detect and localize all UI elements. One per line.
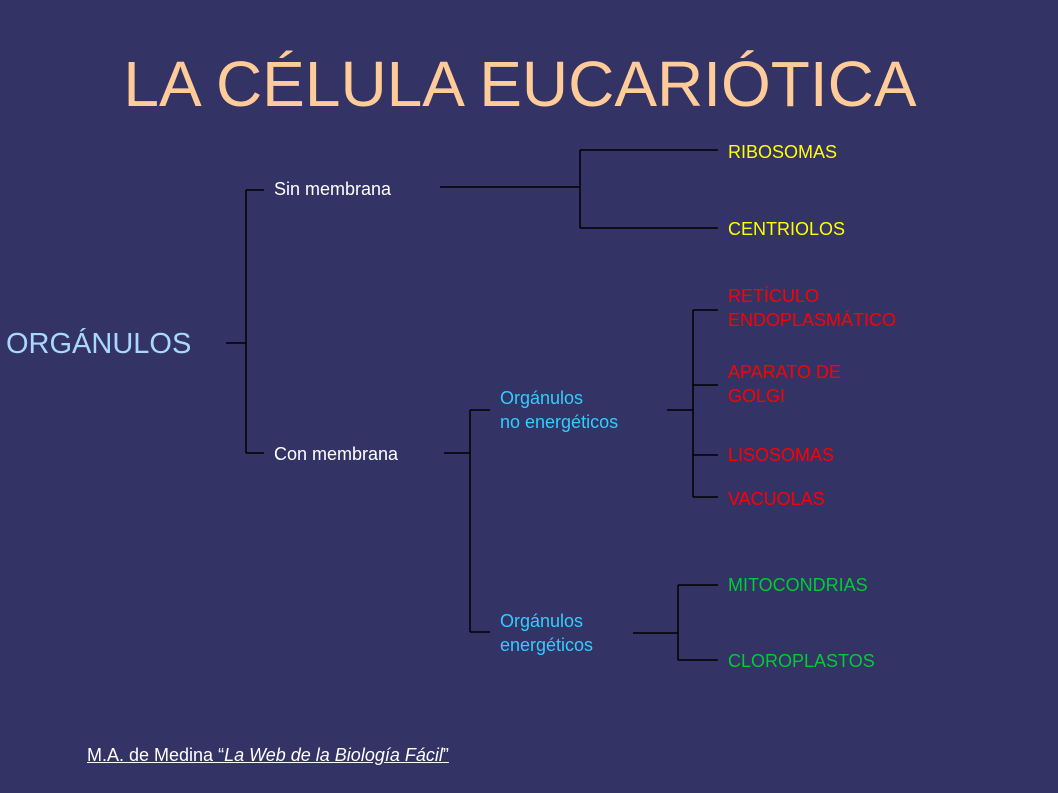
leaf-vacuolas: VACUOLAS: [728, 489, 825, 509]
page-title: LA CÉLULA EUCARIÓTICA: [123, 48, 917, 120]
subgroup-energeticos-line2: energéticos: [500, 635, 594, 655]
leaf-centriolos: CENTRIOLOS: [728, 219, 846, 239]
subgroup-energeticos: Orgánulos energéticos: [500, 609, 593, 657]
leaf-golgi-line1: APARATO DE: [728, 362, 842, 382]
leaf-reticulo-endoplasmatico: RETÍCULO ENDOPLASMÁTICO: [728, 284, 896, 332]
subgroup-no-energeticos-line1: Orgánulos: [500, 388, 584, 408]
author-credit: M.A. de Medina “La Web de la Biología Fá…: [87, 744, 449, 766]
credit-suffix: ”: [442, 745, 449, 765]
leaf-reticulo-line2: ENDOPLASMÁTICO: [728, 310, 897, 330]
leaf-lisosomas: LISOSOMAS: [728, 445, 835, 465]
leaf-ribosomas: RIBOSOMAS: [728, 142, 838, 162]
subgroup-no-energeticos: Orgánulos no energéticos: [500, 386, 618, 434]
branch-sin-membrana: Sin membrana: [274, 179, 392, 199]
root-node-organulos: ORGÁNULOS: [6, 328, 192, 360]
leaf-golgi-line2: GOLGI: [728, 386, 786, 406]
leaf-mitocondrias: MITOCONDRIAS: [728, 575, 868, 595]
credit-site-name: La Web de la Biología Fácil: [224, 745, 443, 765]
leaf-aparato-de-golgi: APARATO DE GOLGI: [728, 360, 841, 408]
credit-prefix: M.A. de Medina “: [87, 745, 225, 765]
subgroup-energeticos-line1: Orgánulos: [500, 611, 584, 631]
branch-con-membrana: Con membrana: [274, 444, 399, 464]
leaf-cloroplastos: CLOROPLASTOS: [728, 651, 875, 671]
subgroup-no-energeticos-line2: no energéticos: [500, 412, 619, 432]
leaf-reticulo-line1: RETÍCULO: [728, 286, 820, 306]
